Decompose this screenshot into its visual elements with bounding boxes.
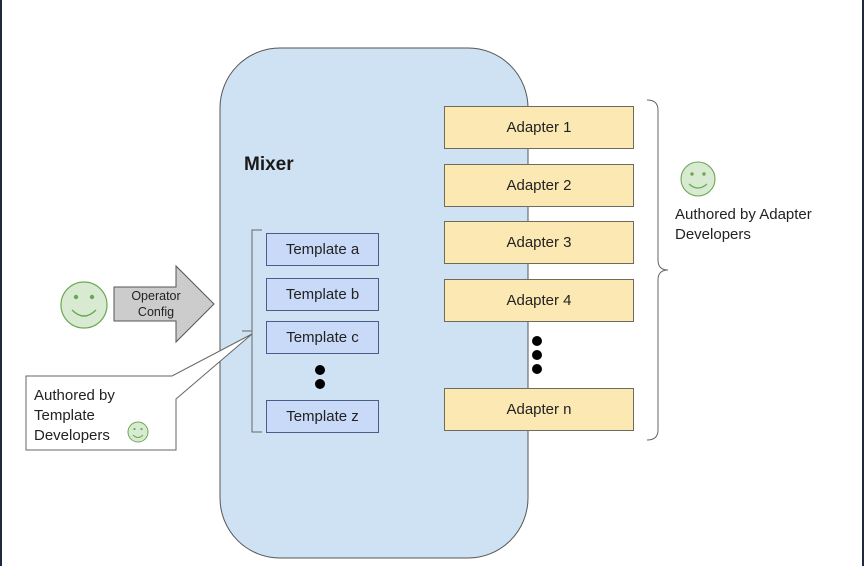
template-authors-text: Authored by Template Developers (34, 386, 164, 446)
template-dev-smiley-icon (127, 421, 149, 443)
template-z-box: Template z (266, 400, 379, 433)
adapter-3-box: Adapter 3 (444, 221, 634, 264)
adapter-1-box: Adapter 1 (444, 106, 634, 149)
mixer-title: Mixer (244, 154, 294, 175)
template-authors-line1: Authored by (34, 387, 115, 404)
adapter-2-box: Adapter 2 (444, 164, 634, 207)
operator-config-label: Operator Config (116, 288, 196, 320)
adapter-4-box: Adapter 4 (444, 279, 634, 322)
template-authors-line2: Template (34, 407, 95, 424)
template-c-box: Template c (266, 321, 379, 354)
operator-config-line2: Config (137, 305, 175, 319)
adapter-authors-text: Authored by Adapter Developers (675, 205, 855, 245)
template-bracket (242, 229, 262, 433)
operator-smiley-icon (60, 281, 108, 329)
adapter-brace (646, 99, 669, 441)
template-authors-callout (25, 333, 253, 451)
adapter-authors-line2: Developers (675, 226, 751, 243)
operator-config-line1: Operator (131, 289, 181, 303)
template-a-box: Template a (266, 233, 379, 266)
adapter-ellipsis-icon (532, 336, 542, 374)
adapter-authors-line1: Authored by Adapter (675, 206, 812, 223)
template-b-box: Template b (266, 278, 379, 311)
operator-config-arrow (113, 264, 215, 344)
template-authors-line3: Developers (34, 427, 110, 444)
adapter-dev-smiley-icon (680, 161, 716, 197)
adapter-n-box: Adapter n (444, 388, 634, 431)
template-ellipsis-icon (315, 365, 325, 389)
